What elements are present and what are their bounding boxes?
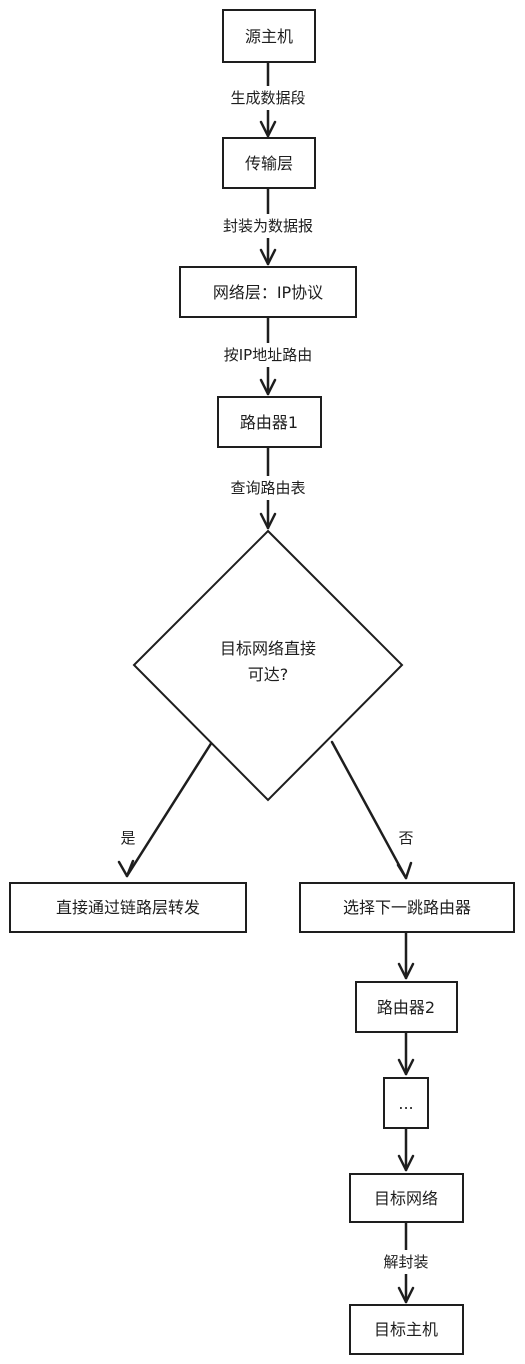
edge-decision-no [330,740,413,880]
node-router-1: 路由器1 [217,396,322,448]
node-router-2: 路由器2 [355,981,458,1033]
svg-text:生成数据段: 生成数据段 [230,89,305,107]
node-transport-layer: 传输层 [222,137,316,189]
svg-text:...: ... [398,1094,413,1113]
edge-nexthop-to-router2 [397,930,415,980]
svg-text:网络层：IP协议: 网络层：IP协议 [213,283,323,302]
node-ellipsis: ... [383,1077,429,1129]
edge-label-route-by-ip: 按IP地址路由 [200,343,336,367]
edge-label-generate-segment: 生成数据段 [216,86,320,110]
edge-label-encapsulate-datagram: 封装为数据报 [208,214,328,238]
node-target-network: 目标网络 [349,1173,464,1223]
svg-text:否: 否 [398,829,413,847]
svg-text:目标网络直接: 目标网络直接 [220,639,316,658]
svg-text:是: 是 [120,829,135,847]
edge-ellipsis-to-targetnet [397,1126,415,1172]
svg-text:路由器2: 路由器2 [377,998,435,1017]
svg-text:按IP地址路由: 按IP地址路由 [224,346,312,364]
node-target-host: 目标主机 [349,1304,464,1355]
svg-text:封装为数据报: 封装为数据报 [223,217,313,235]
node-next-hop: 选择下一跳路由器 [299,882,515,933]
edge-decision-yes [117,740,214,878]
svg-text:目标网络: 目标网络 [374,1189,438,1208]
edge-label-yes: 是 [116,826,140,850]
edge-label-no: 否 [394,826,418,850]
edge-label-query-route-table: 查询路由表 [216,476,320,500]
svg-text:目标主机: 目标主机 [374,1320,438,1339]
svg-text:查询路由表: 查询路由表 [230,479,305,497]
svg-text:源主机: 源主机 [245,27,293,46]
svg-text:选择下一跳路由器: 选择下一跳路由器 [343,898,471,917]
svg-text:可达?: 可达? [248,665,289,684]
edge-label-decapsulate: 解封装 [366,1250,446,1274]
node-source-host: 源主机 [222,9,316,63]
node-network-layer: 网络层：IP协议 [179,266,357,318]
svg-text:解封装: 解封装 [383,1253,428,1271]
edge-router2-to-ellipsis [397,1030,415,1076]
svg-text:直接通过链路层转发: 直接通过链路层转发 [56,898,200,917]
svg-text:传输层: 传输层 [245,154,293,173]
node-direct-forward: 直接通过链路层转发 [9,882,247,933]
node-decision-diamond: 目标网络直接 可达? [132,529,404,802]
svg-text:路由器1: 路由器1 [240,413,298,432]
